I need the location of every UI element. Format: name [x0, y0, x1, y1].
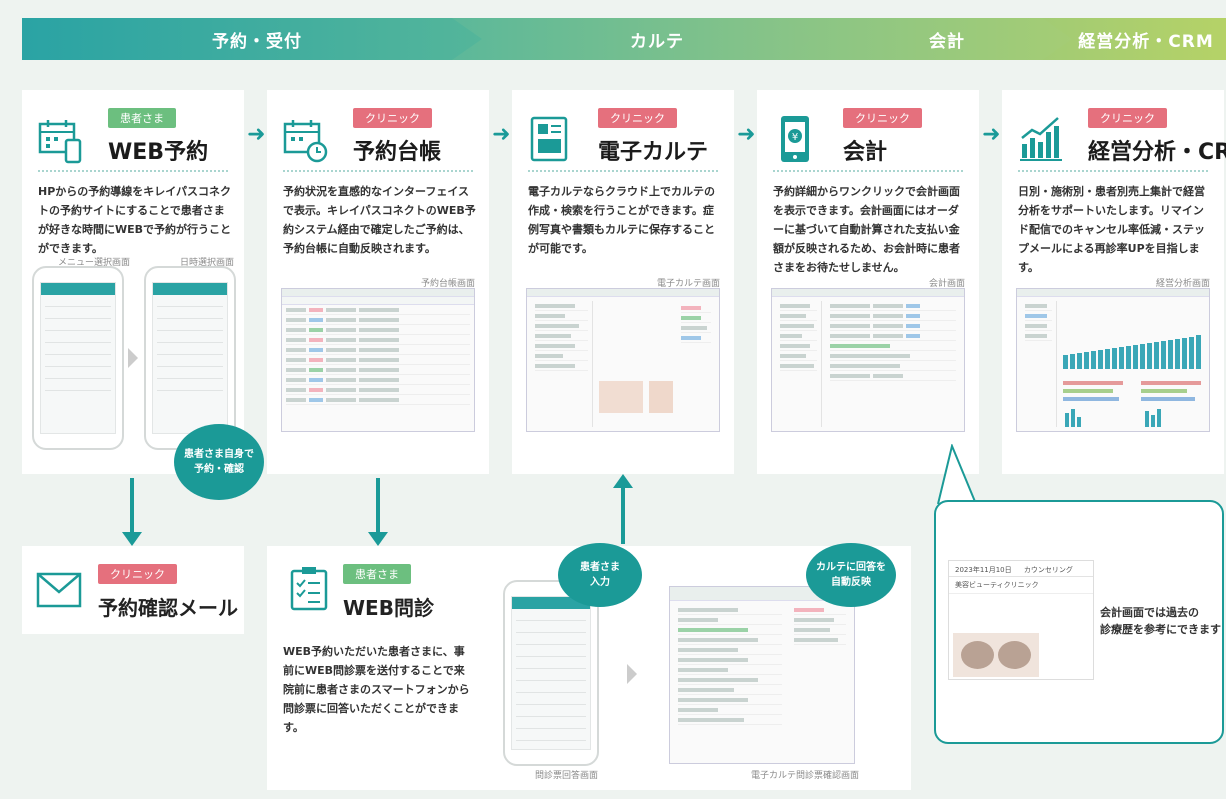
history-date: 2023年11月10日 — [955, 566, 1012, 574]
phone-mockup-interview — [503, 580, 599, 766]
card-title: WEB予約 — [108, 140, 209, 165]
karte-screen-mockup — [526, 288, 720, 432]
envelope-icon — [36, 572, 82, 608]
screen-caption: メニュー選択画面 — [58, 258, 131, 268]
history-clinic: 美容ビューティクリニック — [949, 577, 1093, 594]
bubble-auto-reflect: カルテに回答を 自動反映 — [806, 543, 896, 607]
card-description: WEB予約いただいた患者さまに、事前にWEB問診票を送付することで来院前に患者さ… — [283, 645, 470, 734]
phone-yen-icon: ¥ — [781, 116, 809, 162]
arrow-right-icon: ➜ — [492, 122, 511, 147]
card-description: 予約状況を直感的なインターフェイスで表示。キレイパスコネクトのWEB予約システム… — [283, 185, 476, 255]
arrow-down-icon — [122, 478, 142, 546]
audience-tag: クリニック — [843, 108, 922, 128]
audience-tag: 患者さま — [108, 108, 176, 128]
card-description: 日別・施術別・患者別売上集計で経営分析をサポートいたします。リマインド配信でのキ… — [1018, 185, 1205, 274]
card-title: WEB問診 — [343, 596, 434, 620]
card-confirmation-mail: クリニック 予約確認メール — [22, 546, 244, 634]
calendar-clock-icon — [283, 120, 328, 163]
chevron-right-icon — [128, 348, 138, 368]
card-description: 予約詳細からワンクリックで会計画面を表示できます。会計画面にはオーダーに基づいて… — [773, 185, 960, 274]
card-title: 予約台帳 — [353, 140, 442, 165]
history-panel: 2023年11月10日 カウンセリング 美容ビューティクリニック — [948, 560, 1094, 680]
chevron-right-icon — [627, 664, 637, 684]
audience-tag: クリニック — [98, 564, 177, 584]
screen-caption: 電子カルテ問診票確認画面 — [751, 771, 860, 781]
audience-tag: クリニック — [598, 108, 677, 128]
screen-caption: 日時選択画面 — [180, 258, 235, 268]
arrow-right-icon: ➜ — [982, 122, 1001, 147]
screen-caption: 経営分析画面 — [1155, 279, 1210, 289]
card-title: 経営分析・CRM — [1088, 140, 1226, 165]
card-accounting: ¥ クリニック 会計 予約詳細からワンクリックで会計画面を表示できます。会計画面… — [757, 90, 979, 474]
stage-crm: 経営分析・CRM — [1042, 18, 1226, 60]
phone-mockup-date — [144, 266, 236, 450]
svg-text:¥: ¥ — [792, 132, 798, 143]
audience-tag: 患者さま — [343, 564, 411, 584]
audience-tag: クリニック — [1088, 108, 1167, 128]
card-title: 電子カルテ — [598, 140, 709, 165]
card-title: 予約確認メール — [98, 596, 238, 620]
calendar-phone-icon — [38, 120, 82, 164]
callout-note: 会計画面では過去の 診療歴を参考にできます — [1100, 606, 1221, 636]
bubble-patient-input: 患者さま 入力 — [558, 543, 642, 607]
history-menu: カウンセリング — [1023, 566, 1073, 574]
interview-karte-mockup — [669, 586, 855, 764]
card-web-reservation: 患者さま WEB予約 HPからの予約導線をキレイパスコネクトの予約サイトにするこ… — [22, 90, 244, 474]
callout-pointer — [937, 444, 977, 505]
before-after-photo — [953, 633, 1039, 677]
bar-chart-icon — [1020, 117, 1062, 161]
card-description: 電子カルテならクラウド上でカルテの作成・検索を行うことができます。症例写真や書類… — [528, 185, 715, 255]
arrow-right-icon: ➜ — [247, 122, 266, 147]
tablet-document-icon — [530, 116, 568, 162]
stage-karte: カルテ — [452, 18, 822, 60]
stage-accounting: 会計 — [782, 18, 1082, 60]
card-analytics-crm: クリニック 経営分析・CRM 日別・施術別・患者別売上集計で経営分析をサポートい… — [1002, 90, 1226, 474]
process-band: 予約・受付 カルテ 会計 経営分析・CRM — [22, 18, 1226, 60]
screen-caption: 会計画面 — [928, 279, 965, 289]
arrow-up-icon — [613, 474, 633, 544]
bubble-self-booking: 患者さま自身で 予約・確認 — [174, 424, 264, 500]
accounting-screen-mockup — [771, 288, 965, 432]
mini-bar-chart — [1063, 335, 1201, 427]
clipboard-checklist-icon — [290, 567, 328, 611]
phone-mockup-menu — [32, 266, 124, 450]
screen-caption: 予約台帳画面 — [420, 279, 475, 289]
card-reservation-ledger: クリニック 予約台帳 予約状況を直感的なインターフェイスで表示。キレイパスコネク… — [267, 90, 489, 474]
analytics-screen-mockup — [1016, 288, 1210, 432]
screen-caption: 電子カルテ画面 — [656, 279, 720, 289]
ledger-screen-mockup — [281, 288, 475, 432]
card-electronic-karte: クリニック 電子カルテ 電子カルテならクラウド上でカルテの作成・検索を行うことが… — [512, 90, 734, 474]
stage-reservation: 予約・受付 — [22, 18, 492, 60]
card-title: 会計 — [843, 140, 888, 165]
card-description: HPからの予約導線をキレイパスコネクトの予約サイトにすることで患者さまが好きな時… — [38, 185, 232, 255]
audience-tag: クリニック — [353, 108, 432, 128]
screen-caption: 問診票回答画面 — [535, 771, 599, 781]
history-callout: 2023年11月10日 カウンセリング 美容ビューティクリニック — [934, 500, 1224, 744]
arrow-down-icon — [368, 478, 388, 546]
arrow-right-icon: ➜ — [737, 122, 756, 147]
